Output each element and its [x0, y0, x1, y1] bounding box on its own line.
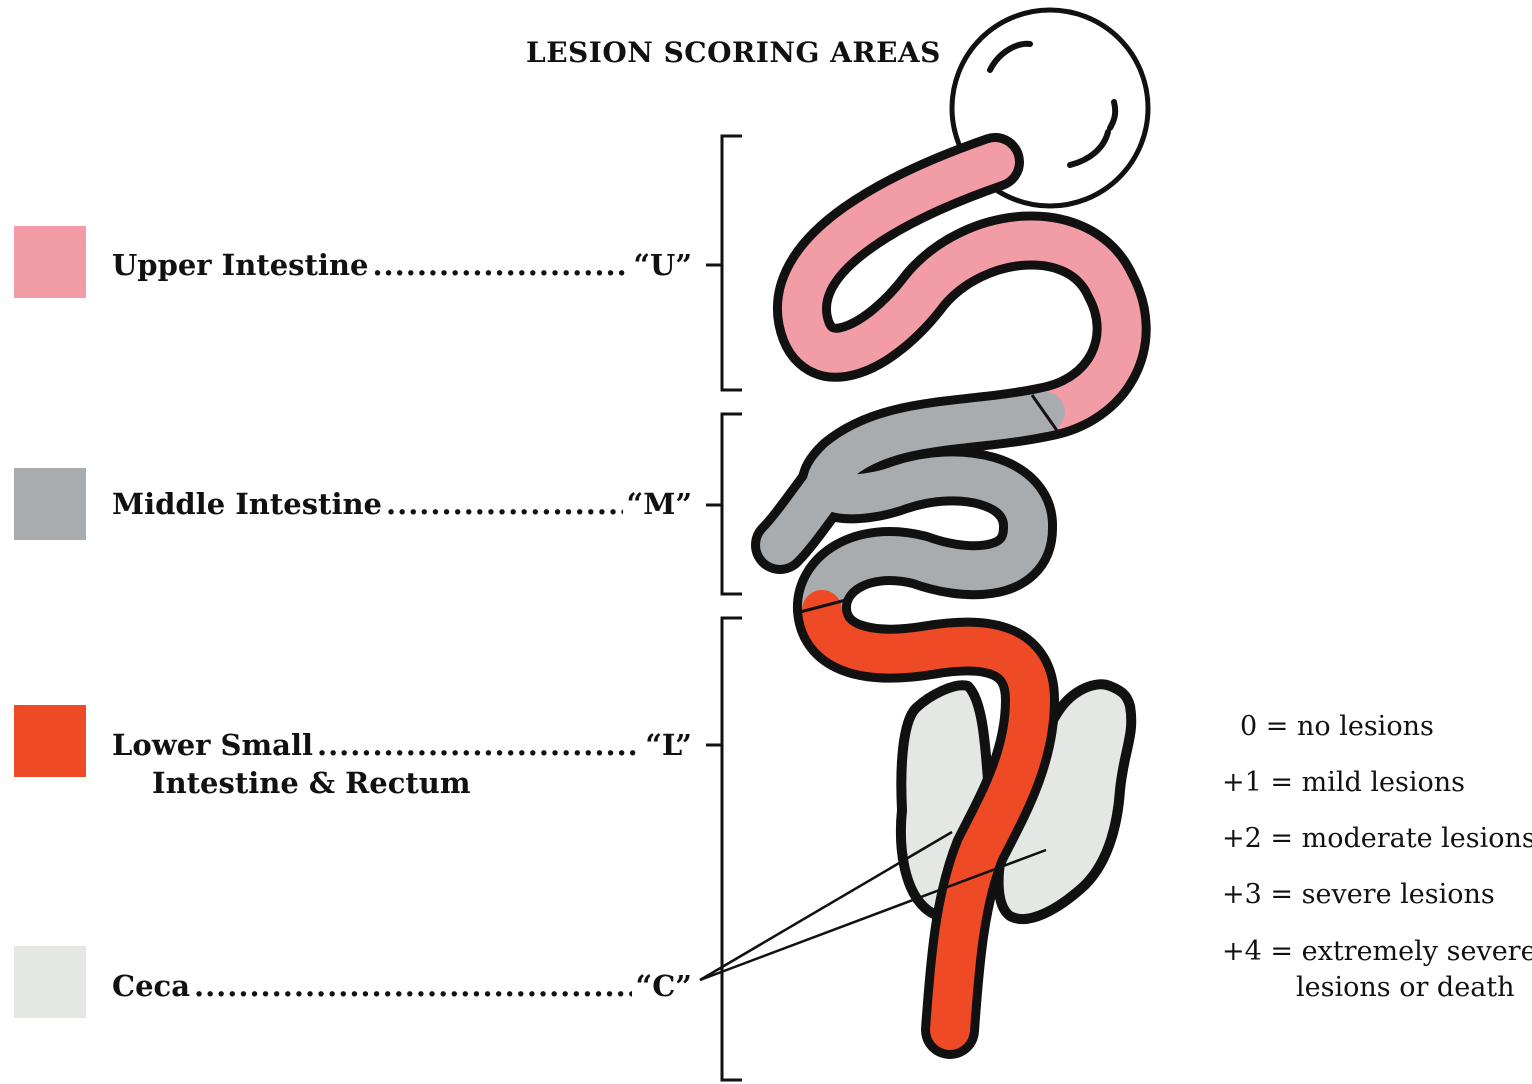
bracket-middle: [706, 414, 742, 594]
bracket-lower: [706, 618, 742, 1080]
bracket-upper: [706, 136, 742, 390]
middle-intestine-branch: [780, 470, 838, 545]
region-brackets: [706, 136, 742, 1080]
